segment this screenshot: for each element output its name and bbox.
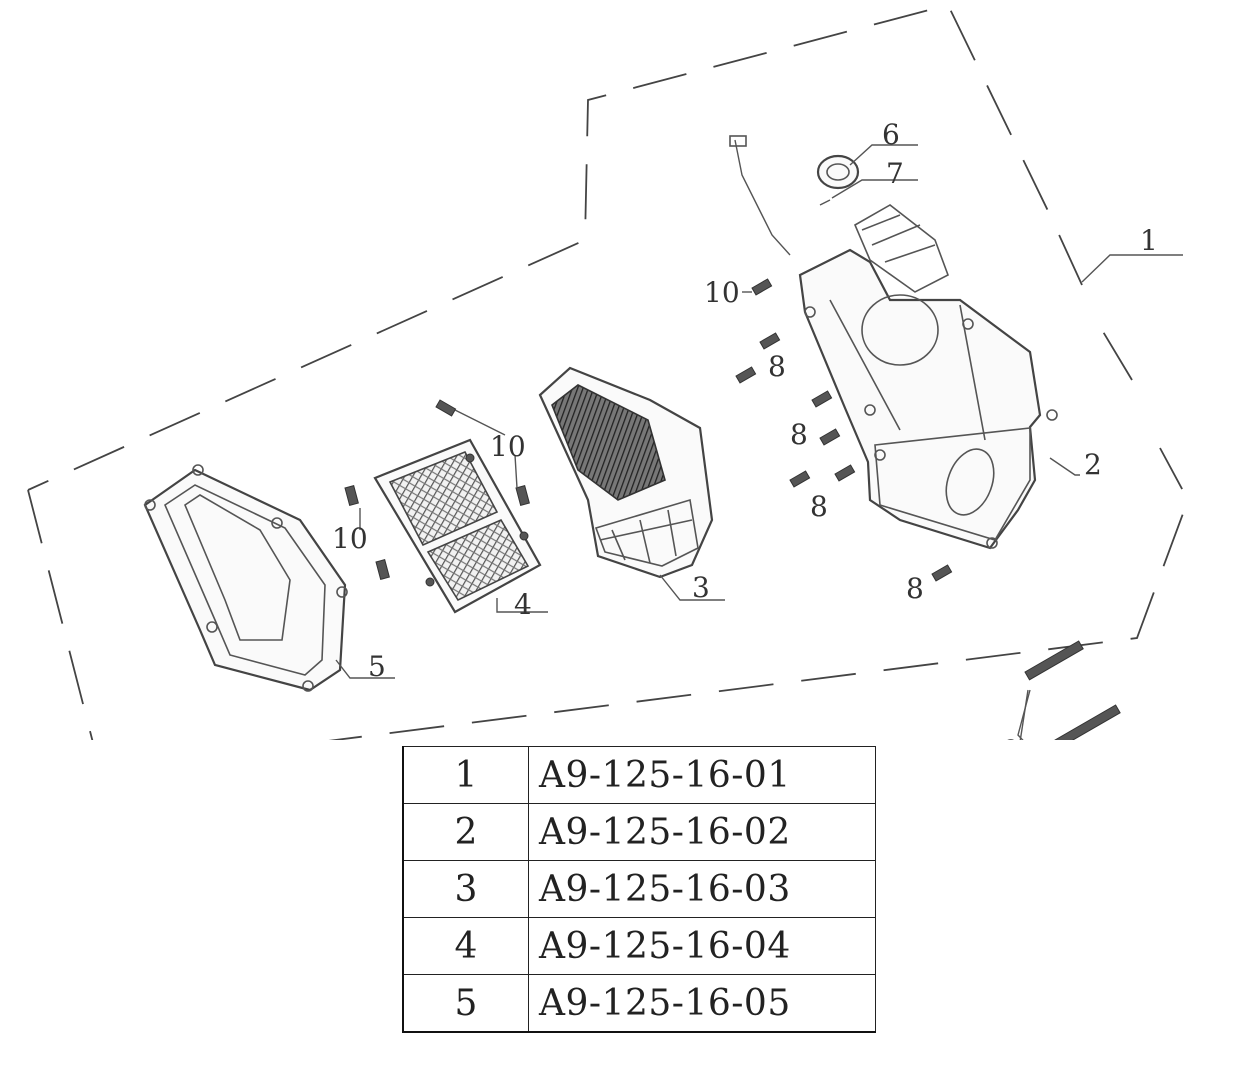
callout-4: 4 <box>514 588 532 621</box>
part-7-clip <box>819 199 831 206</box>
part-4-filter-screen <box>373 438 542 614</box>
part-2-air-box <box>729 135 1058 550</box>
table-row: 2 A9-125-16-02 <box>402 803 876 861</box>
callout-numbers: 1 2 3 4 5 6 7 8 8 8 8 9 10 10 10 <box>332 118 1158 740</box>
part-code: A9-125-16-05 <box>528 974 876 1033</box>
part-5-cover <box>143 464 348 692</box>
part-number: 4 <box>402 917 529 975</box>
parts-table: 1 A9-125-16-01 2 A9-125-16-02 3 A9-125-1… <box>402 746 876 1033</box>
part-code: A9-125-16-04 <box>528 917 876 975</box>
part-number: 2 <box>402 803 529 861</box>
part-9-bolts <box>1024 640 1121 740</box>
part-code: A9-125-16-02 <box>528 803 876 861</box>
part-6-cap <box>816 154 860 190</box>
callout-2: 2 <box>1084 448 1102 481</box>
callout-8a: 8 <box>768 350 786 383</box>
leader-lines <box>335 144 1183 740</box>
part-number: 1 <box>402 746 529 804</box>
callout-3: 3 <box>692 571 710 604</box>
part-code: A9-125-16-03 <box>528 860 876 918</box>
callout-8c: 8 <box>810 490 828 523</box>
exploded-parts-diagram: 1 2 3 4 5 6 7 8 8 8 8 9 10 10 10 <box>27 3 1189 740</box>
callout-10a: 10 <box>704 276 740 309</box>
table-row: 1 A9-125-16-01 <box>402 746 876 804</box>
callout-10c: 10 <box>332 522 368 555</box>
callout-9: 9 <box>1002 734 1020 740</box>
callout-8d: 8 <box>906 572 924 605</box>
callout-1: 1 <box>1140 224 1158 257</box>
callout-7: 7 <box>886 157 904 190</box>
part-number: 5 <box>402 974 529 1033</box>
callout-6: 6 <box>882 118 900 151</box>
callout-10b: 10 <box>490 430 526 463</box>
callout-5: 5 <box>368 650 386 683</box>
table-row: 5 A9-125-16-05 <box>402 974 876 1033</box>
part-number: 3 <box>402 860 529 918</box>
part-3-filter-element <box>538 366 714 579</box>
part-code: A9-125-16-01 <box>528 746 876 804</box>
table-row: 3 A9-125-16-03 <box>402 860 876 918</box>
callout-8b: 8 <box>790 418 808 451</box>
assembly-boundary-dashed <box>27 3 1189 740</box>
screws <box>344 278 953 582</box>
table-row: 4 A9-125-16-04 <box>402 917 876 975</box>
